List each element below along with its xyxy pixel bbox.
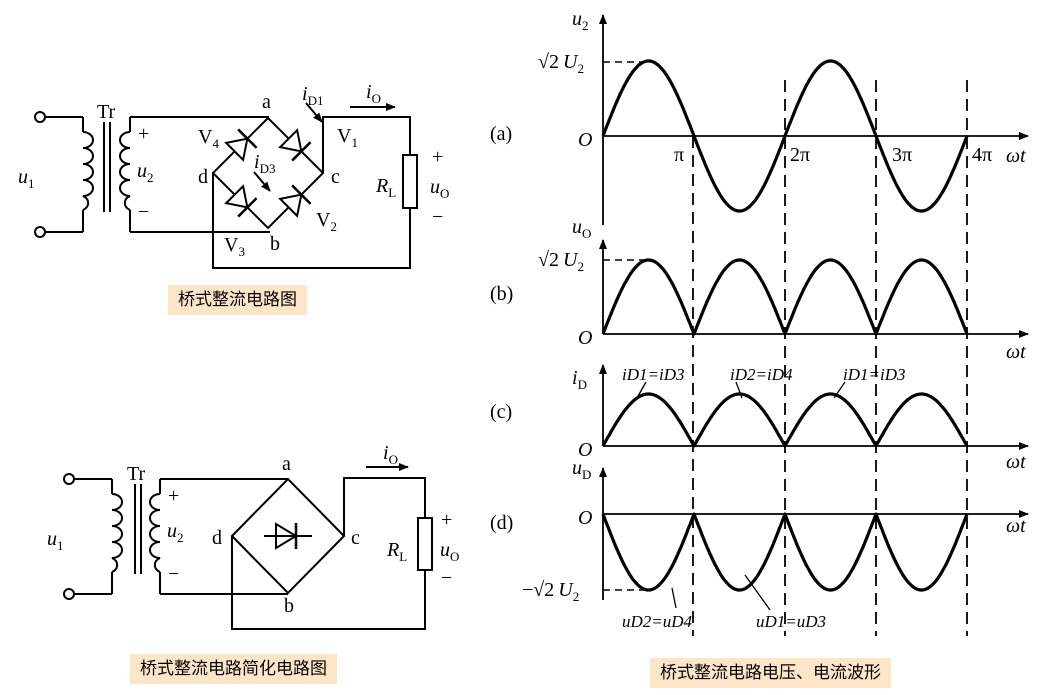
diode-v1-icon (278, 128, 312, 162)
label-tr-2: Tr (127, 463, 146, 485)
current-arrow-id3 (253, 171, 271, 192)
label-node-c-2: c (351, 527, 360, 549)
tick-pi: π (674, 144, 684, 166)
label-v4: V4 (198, 126, 219, 151)
label-node-b-2: b (284, 595, 294, 617)
panel-label-c: (c) (490, 401, 512, 423)
origin-d: O (578, 507, 592, 529)
xlabel-b: ωt (1006, 341, 1026, 363)
label-io: iO (366, 81, 381, 106)
label-v2: V2 (316, 209, 337, 234)
panel-label-b: (b) (490, 283, 513, 305)
caption-waveforms: 桥式整流电路电压、电流波形 (650, 658, 891, 688)
label-rl: RL (375, 175, 396, 200)
label-uo: uO (430, 176, 449, 201)
diode-icon (264, 522, 312, 550)
origin-b: O (578, 327, 592, 349)
ud-relation-1: uD2=uD4 (622, 612, 693, 631)
diode-v3-icon (224, 184, 258, 218)
panel-label-a: (a) (490, 123, 512, 145)
diode-v2-icon (278, 184, 312, 218)
id-relation-2: iD2=iD4 (730, 365, 793, 384)
label-plus-uo-2: + (441, 509, 452, 531)
caption-bridge-simplified: 桥式整流电路简化电路图 (130, 654, 337, 684)
tick-3pi: 3π (892, 144, 912, 166)
label-node-a: a (262, 91, 271, 113)
label-io-2: iO (383, 442, 398, 467)
label-v1: V1 (337, 125, 358, 150)
id-relation-3: iD1=iD3 (843, 365, 905, 384)
label-minus-u2-2: − (168, 563, 179, 585)
label-plus-u2: + (138, 123, 149, 145)
label-uo-2: uO (440, 539, 459, 564)
axis-label-id: iD (572, 367, 587, 392)
xlabel-c: ωt (1006, 451, 1026, 473)
label-u1-2: u1 (47, 528, 64, 553)
label-node-b: b (270, 233, 280, 255)
xlabel-d: ωt (1006, 515, 1026, 537)
label-plus-u2-2: + (168, 485, 179, 507)
label-u1: u1 (18, 166, 35, 191)
caption-bridge-circuit: 桥式整流电路图 (168, 285, 307, 315)
uo-rectified-curve (601, 258, 969, 336)
label-id3: iD3 (254, 151, 275, 176)
label-node-c: c (331, 166, 340, 188)
label-node-d-2: d (212, 527, 222, 549)
label-minus-uo: − (432, 206, 443, 228)
label-id1: iD1 (302, 83, 323, 108)
label-node-d: d (198, 166, 208, 188)
axis-label-u2: u2 (572, 8, 589, 33)
waveform-panels (599, 14, 1029, 636)
diode-v4-icon (224, 128, 258, 162)
ud-reverse-voltage-curve (601, 512, 969, 592)
tick-4pi: 4π (972, 144, 992, 166)
label-node-a-2: a (282, 453, 291, 475)
bridge-simplified-diagram (63, 473, 433, 630)
bridge-circuit-diagram (34, 111, 418, 269)
label-plus-uo: + (432, 146, 443, 168)
label-u2: u2 (137, 160, 154, 185)
id-current-curve (601, 392, 969, 448)
axis-label-ud: uD (572, 457, 591, 482)
tick-2pi: 2π (790, 144, 810, 166)
axis-label-uo: uO (572, 216, 591, 241)
ud-relation-2: uD1=uD3 (756, 612, 826, 631)
current-arrow-id1 (305, 102, 323, 123)
id-relation-1: iD1=iD3 (622, 365, 684, 384)
u2-sine-curve (601, 59, 969, 213)
origin-c: O (578, 439, 592, 461)
label-minus-uo-2: − (441, 567, 452, 589)
xlabel-a: ωt (1006, 145, 1026, 167)
origin-a: O (578, 129, 592, 151)
panel-label-d: (d) (490, 512, 513, 534)
label-rl-2: RL (386, 539, 407, 564)
label-u2-2: u2 (167, 520, 184, 545)
label-minus-u2: − (138, 201, 149, 223)
label-v3: V3 (224, 234, 245, 259)
label-tr: Tr (97, 101, 116, 123)
